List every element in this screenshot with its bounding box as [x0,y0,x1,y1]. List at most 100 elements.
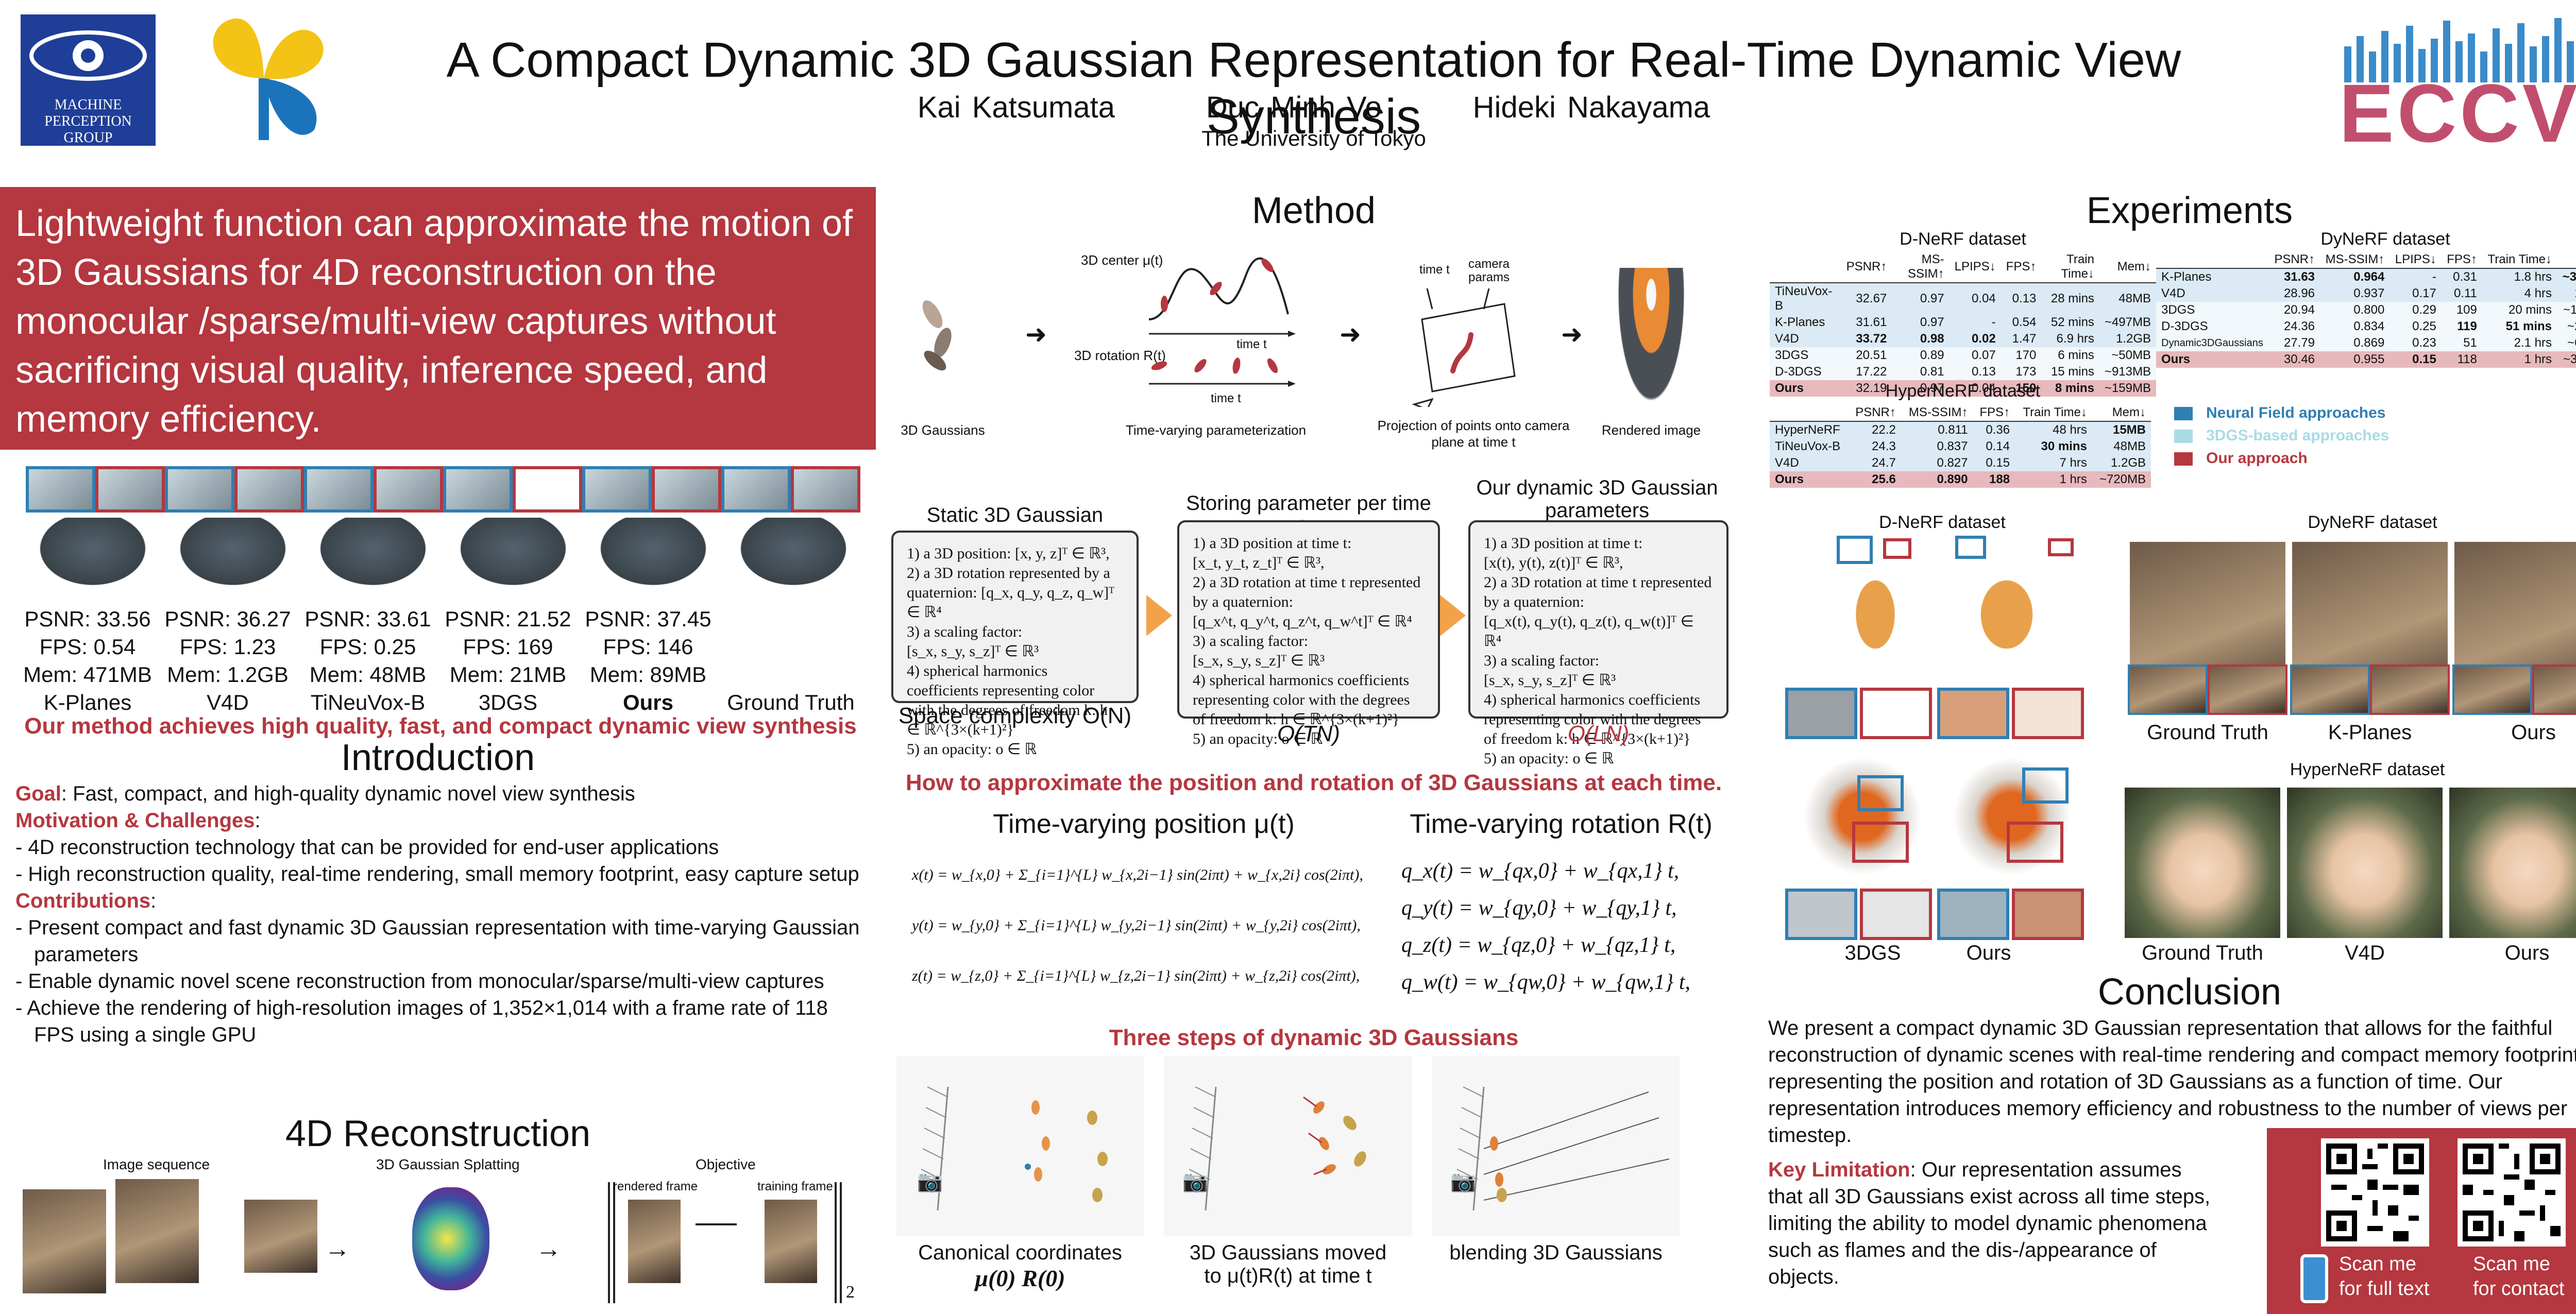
person-render [1837,559,1914,682]
zoom-inset [2007,822,2063,863]
table-header: Mem↓ [2092,404,2151,422]
method-name: Ours [622,690,674,714]
recon-figure: Image sequence → 3D Gaussian Splatting →… [15,1156,866,1306]
dnerf-table: PSNR↑ MS-SSIM↑ LPIPS↓ FPS↑ Train Time↓ M… [1770,251,2156,397]
zoom-inset [1852,822,1909,863]
hypernerf-table: PSNR↑ MS-SSIM↑ FPS↑ Train Time↓ Mem↓ Hyp… [1770,404,2151,488]
fps-value: FPS: 146 [603,635,693,659]
mem-value: Mem: 89MB [589,662,707,687]
zoom-inset [1955,536,1986,559]
key-message-banner: Lightweight function can approximate the… [0,187,876,450]
contrib-label: Contributions [15,890,151,912]
zoom-inset [234,466,304,513]
psnr-value: PSNR: 37.45 [585,607,711,631]
legend-item: Our approach [2174,447,2432,470]
gaussian-blob-image [412,1187,489,1290]
zoom-inset [513,466,582,513]
goal-text: : Fast, compact, and high-quality dynami… [61,782,635,805]
splatting-label: 3D Gaussian Splatting [376,1156,520,1172]
rendered-person-image [1618,268,1685,402]
zoom-inset [443,466,513,513]
table-header [1770,404,1849,422]
zoom-inset [2532,664,2576,715]
table-caption: D-NeRF dataset [1900,229,2026,249]
list-item: - Achieve the rendering of high-resoluti… [15,997,828,1046]
param-line: 5) an opacity: o ∈ ℝ [1193,730,1323,747]
table-header: MS-SSIM↑ [1901,404,1973,422]
author-name: Duc Minh Vo [1206,91,1382,124]
zoom-inset [304,466,374,513]
zoom-inset [374,466,443,513]
render-image [726,518,860,595]
qr-code-icon [2326,1144,2424,1241]
limitation-body: : Our representation assumes that all 3D… [1768,1158,2211,1288]
list-item: - Present compact and fast dynamic 3D Ga… [15,916,860,966]
box-title: Our dynamic 3D Gaussian parameters [1476,476,1718,522]
method-metrics: PSNR: 33.61 FPS: 0.25 Mem: 48MB TiNeuVox… [298,605,437,716]
author-name: Kai Katsumata [917,91,1115,124]
position-equations: x(t) = w_{x,0} + Σ_{i=1}^{L} w_{x,2i−1} … [912,850,1406,1001]
method-name: 3DGS [478,690,538,714]
blending-diagram [1456,1086,1670,1211]
zoom-inset [2128,664,2208,715]
lab-logo: MACHINE PERCEPTION GROUP [21,14,156,146]
projection-diagram [1412,288,1516,407]
step-panel [1164,1056,1412,1236]
canonical-diagram [921,1086,1108,1211]
table-header [1770,251,1841,283]
zoom-inset [1785,688,1857,739]
rendered-frame-image [626,1198,683,1285]
table-header: FPS↑ [1973,404,2015,422]
method-name: K-Planes [43,690,132,714]
arrow-icon: → [325,1234,350,1263]
comparison-figure [26,466,860,595]
table-header: Train Time↓ [2041,251,2099,283]
zoom-inset [2208,664,2287,715]
param-line: 1) a 3D position at time t: [1484,535,1643,552]
contrib-line: Contributions: [15,890,157,912]
affiliation: The University of Tokyo [1201,126,1426,150]
time-label-small: time t [1419,263,1450,277]
qr-code[interactable] [2458,1138,2566,1247]
zoom-inset [1785,889,1857,940]
param-box: 1) a 3D position at time t: [x(t), y(t),… [1468,520,1728,767]
param-caption: Time-varying parameterization [1125,422,1307,438]
table-caption: HyperNeRF dataset [1885,381,2041,401]
method-metrics: PSNR: 36.27 FPS: 1.23 Mem: 1.2GB V4D [158,605,297,716]
equation: q_y(t) = w_{qy,0} + w_{qy,1} t, [1401,896,1677,920]
equation: q_z(t) = w_{qz,0} + w_{qz,1} t, [1401,933,1676,957]
rotation-equations: q_x(t) = w_{qx,0} + w_{qx,1} t, q_y(t) =… [1401,852,1736,1001]
approximation-question: How to approximate the position and rota… [905,770,1722,795]
gaussians-label: 3D Gaussians [901,422,985,438]
zoom-inset [791,466,860,513]
table-header: Train Time↓ [2482,251,2557,269]
zoom-inset [1883,538,1911,559]
table-header: FPS↑ [2001,251,2042,283]
qr-code[interactable] [2321,1138,2429,1247]
zoom-inset [2048,538,2074,556]
motivation-line: Motivation & Challenges: [15,809,261,832]
table-header [2156,251,2269,269]
orange-arrow-icon [1440,595,1466,636]
qr-code-icon [2463,1144,2561,1241]
legend-swatch [2174,407,2193,421]
norm-bar-left [608,1182,615,1303]
step-subcaption: to μ(t)R(t) at time t [1204,1265,1372,1287]
poster-title: A Compact Dynamic 3D Gaussian Representa… [446,32,2181,144]
complexity-label: O(TN) [1277,721,1341,746]
zoom-inset [1937,889,2009,940]
table-header: Train Time↓ [2015,404,2092,422]
zoom-inset [2012,688,2084,739]
frame-image [21,1187,108,1295]
zoom-inset [1937,688,2009,739]
zoom-inset [165,466,234,513]
figure-label: Ground Truth [2147,721,2268,744]
comparison-caption: Our method achieves high quality, fast, … [24,713,857,739]
legend-swatch [2174,430,2193,443]
step-caption: Canonical coordinates [918,1241,1122,1264]
table-header: FPS↑ [2441,251,2482,269]
center-trajectory-plot [1148,257,1296,337]
equation: z(t) = w_{z,0} + Σ_{i=1}^{L} w_{z,2i−1} … [912,967,1360,984]
